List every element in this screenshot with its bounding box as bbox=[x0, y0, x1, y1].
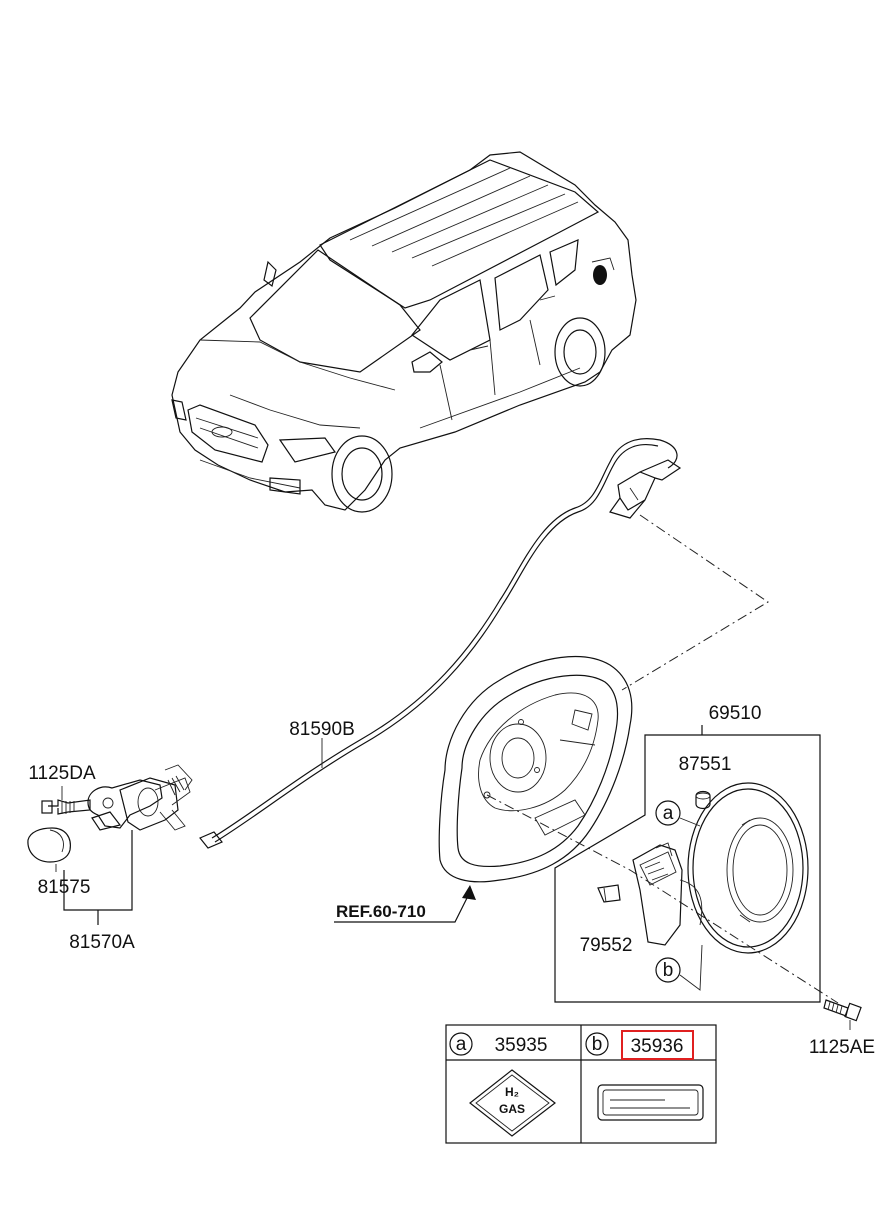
fuel-door bbox=[632, 782, 809, 954]
svg-text:b: b bbox=[663, 960, 674, 981]
screw-1125ae bbox=[823, 999, 862, 1030]
label-81590b: 81590B bbox=[289, 719, 355, 740]
vehicle-illustration bbox=[171, 151, 637, 513]
label-81570a: 81570A bbox=[69, 932, 135, 953]
clip-79552 bbox=[597, 884, 621, 903]
callout-a: a bbox=[655, 800, 701, 827]
legend-part-b: 35936 bbox=[631, 1036, 684, 1057]
label-plate-icon bbox=[597, 1084, 704, 1121]
label-1125da: 1125DA bbox=[28, 763, 96, 784]
fuel-door-frame bbox=[554, 734, 821, 1003]
legend-part-a: 35935 bbox=[495, 1035, 548, 1056]
legend-table: a 35935 b 35936 H₂ GAS bbox=[445, 1024, 717, 1144]
legend-cell-b: b 35936 bbox=[585, 1030, 694, 1060]
leader-dashed-top bbox=[621, 514, 769, 691]
svg-text:H₂: H₂ bbox=[505, 1085, 519, 1099]
ref-arrow bbox=[334, 885, 476, 923]
label-81575: 81575 bbox=[38, 877, 91, 898]
label-69510: 69510 bbox=[709, 703, 762, 724]
highlight-box bbox=[621, 1030, 694, 1060]
label-87551: 87551 bbox=[679, 754, 732, 775]
label-ref: REF.60-710 bbox=[336, 902, 426, 921]
svg-text:b: b bbox=[592, 1034, 603, 1055]
leader-dashed-bottom bbox=[486, 794, 839, 1004]
legend-cell-a: a 35935 bbox=[449, 1032, 548, 1056]
svg-text:a: a bbox=[456, 1034, 467, 1055]
label-79552: 79552 bbox=[580, 935, 633, 956]
svg-text:a: a bbox=[663, 803, 674, 824]
actuator-assembly bbox=[27, 764, 193, 925]
fuel-door-cable bbox=[199, 438, 682, 849]
rubber-bumper bbox=[695, 790, 711, 810]
fuel-filler-housing bbox=[438, 656, 633, 883]
svg-text:GAS: GAS bbox=[499, 1102, 525, 1116]
label-1125ae: 1125AE bbox=[809, 1037, 875, 1058]
h2-gas-label-icon: H₂ GAS bbox=[469, 1069, 556, 1137]
callout-b: b bbox=[655, 944, 703, 991]
